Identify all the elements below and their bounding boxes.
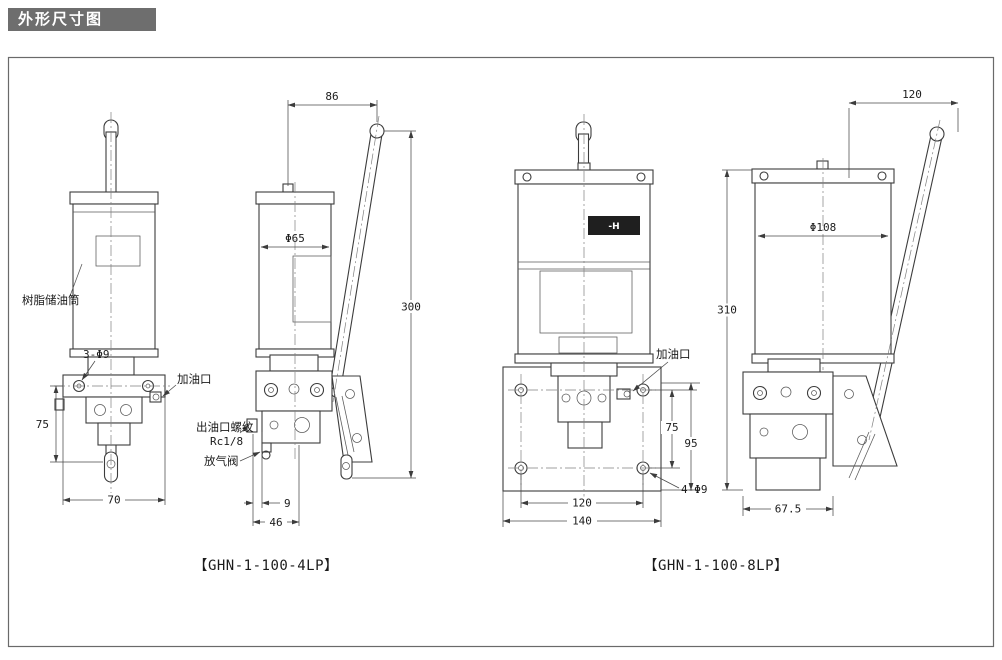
- dim-base-height: 75: [36, 385, 103, 463]
- dim-95: 95: [684, 437, 697, 450]
- dim-120-bottom: 120: [572, 497, 592, 510]
- fill-port-fitting: [149, 391, 162, 403]
- dim-67-5: 67.5: [775, 503, 802, 516]
- pump-base: [742, 358, 898, 491]
- dim-side-width: 67.5: [742, 496, 834, 516]
- view-8lp-front: -H: [502, 114, 662, 500]
- dim-phi65: Φ65: [285, 232, 305, 245]
- pump-handle: [328, 123, 385, 398]
- dim-total-height: 310: [713, 169, 752, 491]
- dim-75: 75: [36, 418, 49, 431]
- callout-air-valve: 放气阀: [204, 451, 261, 468]
- dim-310: 310: [717, 304, 737, 317]
- pump-base: [54, 356, 166, 446]
- dim-120-top: 120: [902, 88, 922, 101]
- fill-port-fitting: [616, 388, 631, 400]
- brand-logo: [588, 216, 640, 235]
- label-reservoir: 树脂储油筒: [22, 293, 80, 307]
- pump-base: [502, 362, 662, 492]
- mounting-bracket: [832, 375, 898, 467]
- label-outlet-thread-spec: Rc1/8: [210, 435, 243, 448]
- dimensions-8lp: 120 310 Φ108 75 95: [502, 88, 959, 574]
- view-4lp-front: [54, 112, 170, 496]
- reservoir: [69, 191, 159, 358]
- callout-reservoir: 树脂储油筒: [22, 263, 83, 307]
- dim-handle-span: 86: [287, 90, 378, 186]
- dim-handle-span: 120: [848, 88, 959, 178]
- dim-46: 46: [269, 516, 282, 529]
- dim-outlet-span: 46: [252, 445, 300, 529]
- dim-total-height: 300: [352, 130, 425, 479]
- lid-bolt: [816, 160, 829, 170]
- label-fill-port: 加油口: [177, 372, 212, 386]
- brand-logo-text: -H: [608, 222, 619, 232]
- lid-bolt: [522, 172, 532, 182]
- view-4lp-side: [246, 115, 385, 480]
- dim-body-diameter: Φ108: [757, 221, 889, 239]
- handle-centerline: [332, 115, 380, 403]
- dim-outlet-offset: 9: [244, 432, 291, 526]
- dim-plate-height: 95: [661, 382, 702, 491]
- page-title-bar: 外形尺寸图: [8, 8, 156, 31]
- callout-fill-port: 加油口: [162, 372, 212, 397]
- dim-86: 86: [325, 90, 338, 103]
- drawing-border: [7, 56, 995, 648]
- label-4-phi9: 4-Φ9: [681, 483, 708, 496]
- dim-phi108: Φ108: [810, 221, 837, 234]
- dim-140: 140: [572, 515, 592, 528]
- view-8lp-side: [742, 119, 945, 491]
- dim-body-diameter: Φ65: [260, 232, 330, 250]
- dim-hole-spacing-v: 75: [649, 389, 697, 469]
- dim-base-width: 70: [62, 397, 166, 507]
- pump-base: [246, 354, 373, 480]
- callout-fill-port: 加油口: [632, 347, 691, 392]
- callout-outlet-thread: 出油口螺纹 Rc1/8: [196, 420, 254, 448]
- dim-9: 9: [284, 497, 291, 510]
- label-fill-port: 加油口: [656, 347, 691, 361]
- callout-holes: 3-Φ9: [81, 348, 110, 381]
- dim-plate-width: 140: [502, 491, 662, 528]
- dim-70: 70: [107, 494, 120, 507]
- caption-8lp: 【GHN-1-100-8LP】: [643, 558, 788, 574]
- caption-4lp: 【GHN-1-100-4LP】: [193, 558, 338, 574]
- callout-holes: 4-Φ9: [649, 472, 708, 496]
- label-outlet-thread: 出油口螺纹: [196, 420, 254, 434]
- label-air-valve: 放气阀: [204, 454, 239, 468]
- lid-bolt: [636, 172, 646, 182]
- mounting-bracket: [331, 375, 373, 463]
- handle-centerline: [868, 119, 941, 441]
- label-3-phi9: 3-Φ9: [83, 348, 110, 361]
- dim-75: 75: [665, 421, 678, 434]
- piston-rod-end: [340, 454, 353, 480]
- page-title: 外形尺寸图: [18, 10, 104, 28]
- dim-hole-spacing-h: 120: [520, 474, 644, 510]
- dimensions-4lp: 86 300 Φ65 75 70: [22, 90, 425, 574]
- dim-300: 300: [401, 301, 421, 314]
